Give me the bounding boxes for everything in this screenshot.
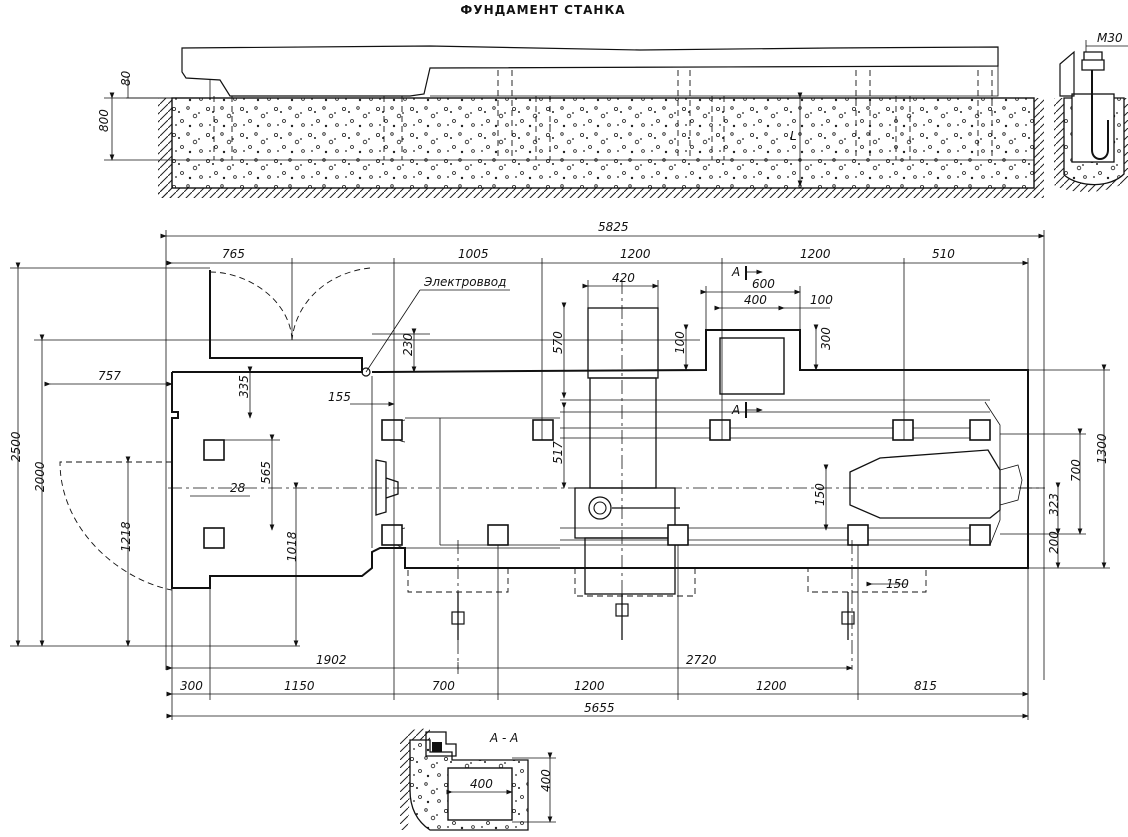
concrete-slab (171, 97, 1035, 189)
dim-570: 570 (551, 331, 565, 354)
dim-517: 517 (551, 441, 565, 464)
drawing-title: ФУНДАМЕНТ СТАНКА (460, 3, 625, 17)
dim-150-v: 150 (813, 483, 827, 506)
dim-200-r: 200 (1047, 531, 1061, 554)
dim-700-r: 700 (1069, 459, 1083, 482)
section-mark-top: А (731, 265, 763, 280)
dim-2720: 2720 (686, 653, 717, 667)
dim-80-top: 80 (119, 70, 133, 86)
dim-1218: 1218 (119, 521, 133, 552)
dim-155: 155 (328, 390, 351, 404)
dim-2000: 2000 (33, 461, 47, 492)
carriage-column (587, 307, 659, 379)
svg-text:А: А (731, 265, 740, 279)
dim-bot-1200b: 1200 (756, 679, 787, 693)
machine-silhouette (181, 45, 999, 97)
dim-5655: 5655 (584, 701, 615, 715)
dim-top-1200b: 1200 (800, 247, 831, 261)
pit-rect (719, 337, 785, 395)
dim-1300: 1300 (1095, 433, 1109, 464)
tailstock (849, 449, 1001, 519)
section-a-a: 400 400 А - А (400, 728, 556, 831)
section-mark-bottom: А (731, 402, 763, 418)
foundation-plan-view: 5825 765 1005 1200 1200 510 420 600 400 … (9, 220, 1110, 720)
dim-pit-100: 100 (810, 293, 833, 307)
dim-pit-100v: 100 (673, 331, 687, 354)
slab-outline (171, 270, 1029, 589)
dim-757: 757 (98, 369, 121, 383)
anchor-bolts (213, 70, 993, 160)
dim-bot-700: 700 (432, 679, 455, 693)
dim-bot-815: 815 (914, 679, 937, 693)
electro-label: Электроввод (423, 275, 506, 289)
foundation-section-view: L 800 80 M30 (97, 31, 1128, 198)
dim-800-depth: 800 (97, 109, 111, 132)
dim-pit-300: 300 (819, 327, 833, 350)
dim-top-1200a: 1200 (620, 247, 651, 261)
handwheels (451, 592, 855, 640)
dim-230: 230 (401, 333, 415, 356)
dim-top-510: 510 (932, 247, 955, 261)
dim-bot-300: 300 (180, 679, 203, 693)
electro-entry-point (361, 367, 371, 377)
dim-1902: 1902 (316, 653, 347, 667)
dim-L: L (790, 129, 797, 143)
aa-label: А - А (489, 731, 518, 745)
bolt-size: M30 (1097, 31, 1123, 45)
headstock-chuck (375, 459, 399, 516)
dim-1018: 1018 (285, 531, 299, 562)
anchor-squares (203, 419, 991, 549)
dim-pit-400: 400 (744, 293, 767, 307)
aa-width: 400 (470, 777, 493, 791)
svg-text:А: А (731, 403, 740, 417)
dim-565: 565 (259, 461, 273, 484)
earth-hatch (158, 98, 172, 198)
bolt-detail: M30 (1054, 31, 1128, 192)
dim-323: 323 (1047, 493, 1061, 516)
dim-600: 600 (752, 277, 775, 291)
dim-2500: 2500 (9, 431, 23, 462)
aa-height: 400 (539, 769, 553, 792)
dim-150-h: 150 (886, 577, 909, 591)
dim-bot-1150: 1150 (284, 679, 315, 693)
dim-420: 420 (612, 271, 635, 285)
dim-top-1005: 1005 (458, 247, 489, 261)
dim-bot-1200a: 1200 (574, 679, 605, 693)
dim-top-765: 765 (222, 247, 245, 261)
dim-335: 335 (237, 375, 251, 398)
dim-28: 28 (230, 481, 246, 495)
dim-5825: 5825 (598, 220, 629, 234)
